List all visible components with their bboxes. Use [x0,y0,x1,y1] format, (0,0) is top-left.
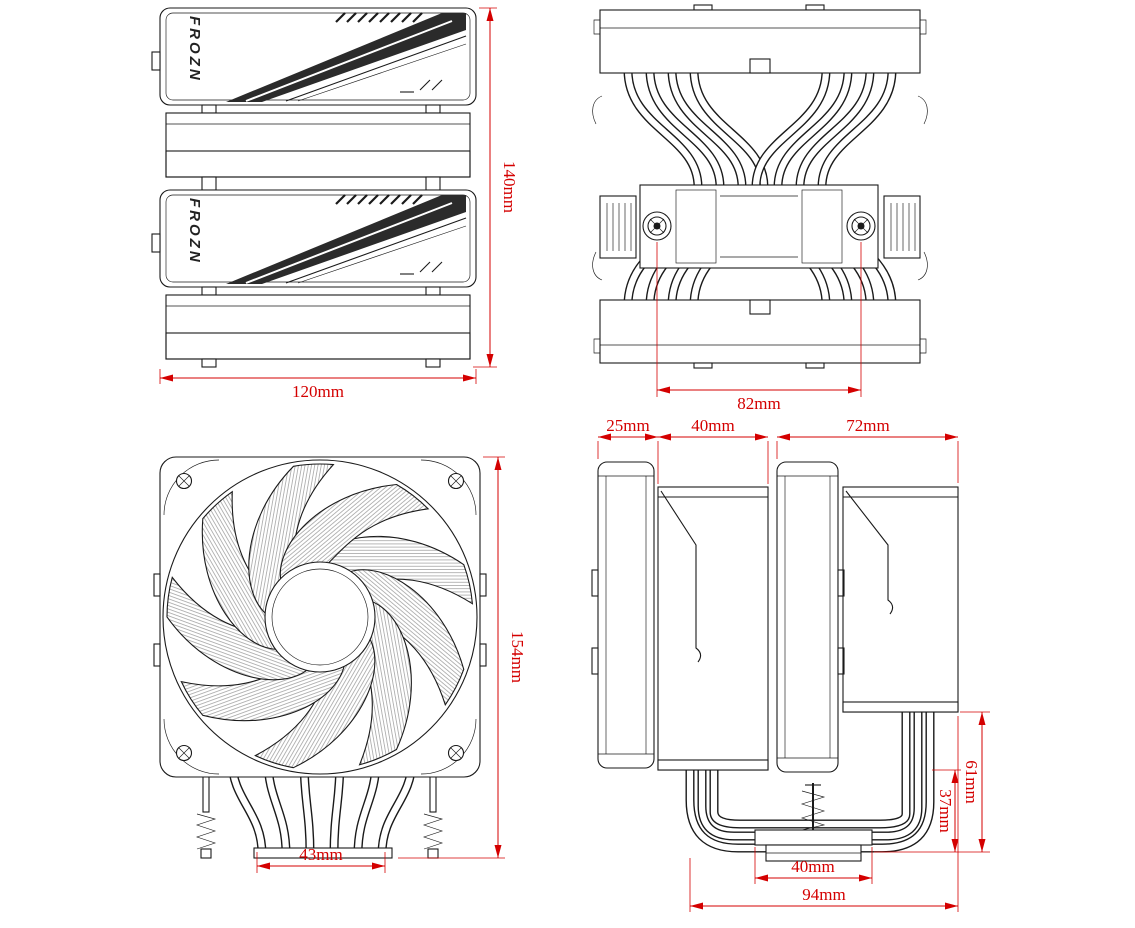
center-spring-screw [800,783,826,831]
svg-text:140mm: 140mm [500,161,519,213]
corner-screws [175,472,465,762]
spring-screw-left [195,769,217,859]
dim-37mm: 37mm [932,769,961,852]
dim-120mm: 120mm [159,369,477,401]
dimensions: 120mm 140mm 82mm 154mm 43mm [159,7,990,912]
svg-text:94mm: 94mm [802,885,845,904]
fin-stack-1-side [165,104,471,191]
dim-61mm: 61mm [874,711,990,853]
svg-text:40mm: 40mm [691,416,734,435]
svg-text:72mm: 72mm [846,416,889,435]
svg-text:25mm: 25mm [606,416,649,435]
view-top-heatpipes [592,4,928,369]
spring-screw-right [422,769,444,859]
fin-stack-bottom-edge [593,299,927,369]
base-plate [754,829,873,862]
vent-hatch [335,194,443,275]
side-bracket-right [883,195,921,259]
svg-text:40mm: 40mm [791,857,834,876]
dim-40mm-bottom: 40mm [754,847,873,884]
side-bracket-left [599,195,637,259]
svg-text:43mm: 43mm [299,845,342,864]
wire-clips [592,95,928,281]
fan-clip [151,51,161,71]
mount-screw-left [642,211,672,241]
fin-stack-2-side [165,286,471,368]
fin-stack-right [842,486,959,713]
dim-94mm: 94mm [689,716,959,912]
dim-43mm: 43mm [256,845,386,873]
dim-140mm: 140mm [473,7,519,368]
svg-text:154mm: 154mm [508,631,527,683]
fan-unit-1: FROZN [151,7,477,106]
fan-clip [151,233,161,253]
vent-hatch [335,12,443,93]
dim-82mm: 82mm [656,242,862,413]
brand-logo: FROZN [186,16,203,83]
side-fan-right [776,461,845,773]
corner-screw [447,472,465,490]
svg-text:61mm: 61mm [962,760,981,803]
svg-text:120mm: 120mm [292,382,344,401]
dim-25mm: 25mm [597,416,658,459]
dim-72mm: 72mm [776,416,959,483]
dim-40mm-top: 40mm [657,416,769,484]
svg-text:37mm: 37mm [936,789,955,832]
fin-stack-top-edge [593,4,927,74]
fan-hub [264,561,376,673]
svg-text:82mm: 82mm [737,394,780,413]
side-fan-left [591,461,655,769]
dim-154mm: 154mm [398,456,527,859]
corner-screw [447,744,465,762]
fin-stack-left [657,486,769,771]
view-towers-side [591,461,959,862]
fan-unit-2: FROZN [151,189,477,288]
mount-screw-right [846,211,876,241]
mounting-bracket [639,184,879,269]
view-fan-front [148,452,490,859]
corner-screw [175,744,193,762]
brand-logo: FROZN [186,198,203,265]
base-edge [253,847,393,859]
view-fans-side: FROZN [151,7,477,368]
corner-screw [175,472,193,490]
